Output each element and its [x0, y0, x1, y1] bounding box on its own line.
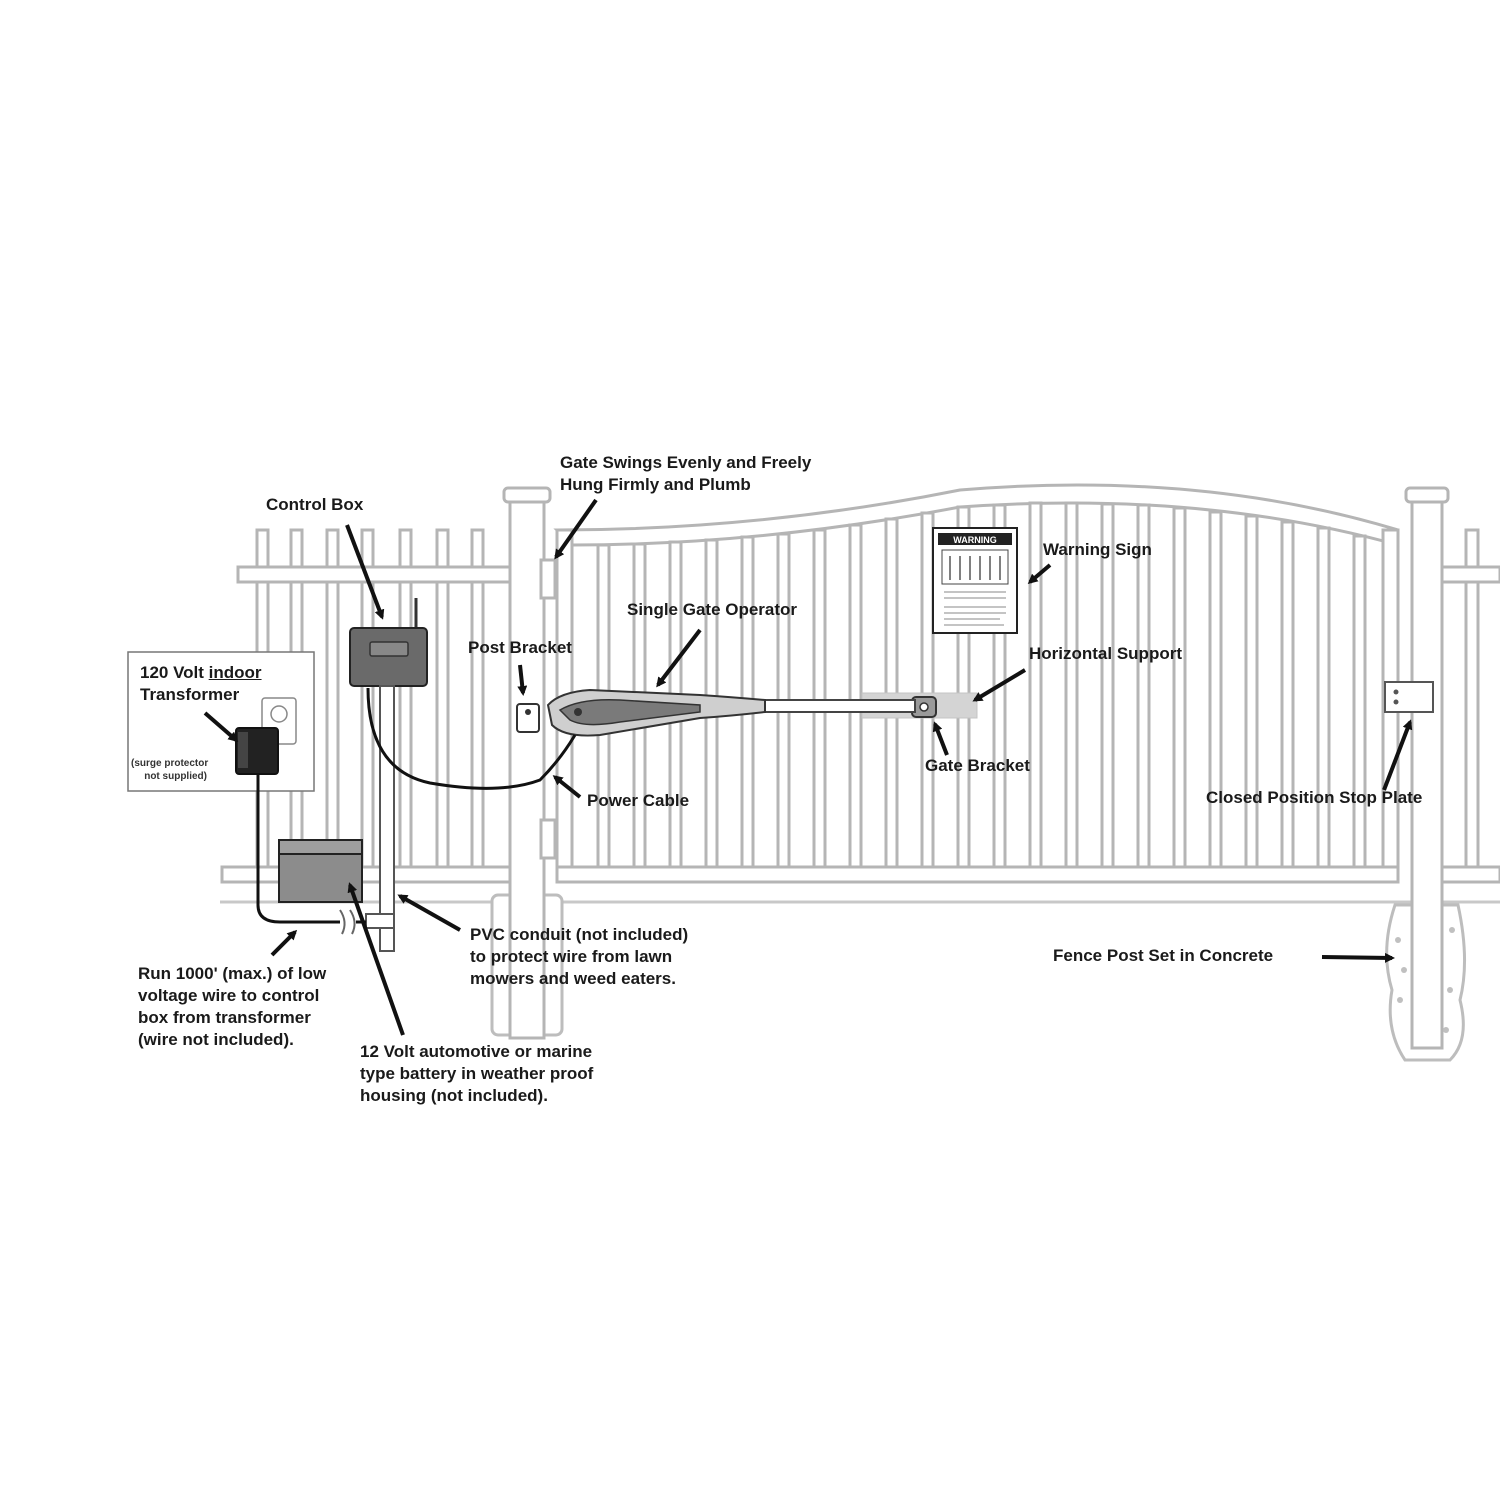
label-run-wire: Run 1000' (max.) of low voltage wire to …	[138, 963, 326, 1051]
battery-housing	[278, 839, 363, 903]
label-horizontal-support: Horizontal Support	[1029, 644, 1182, 663]
label-gate-swings-line: Gate Swings Evenly and Freely	[560, 453, 812, 472]
run-wire-line: voltage wire to control	[138, 986, 320, 1005]
closed-position-stop-plate	[1384, 681, 1434, 713]
picket	[1316, 526, 1331, 872]
label-power-cable: Power Cable	[587, 791, 690, 810]
run-wire-line: box from transformer	[138, 1008, 311, 1027]
picket	[1280, 520, 1295, 872]
transformer-line2: Transformer	[140, 685, 240, 704]
single-gate-operator	[546, 688, 916, 737]
pvc-conduit-line: to protect wire from lawn	[470, 947, 673, 966]
post-bracket	[516, 703, 540, 733]
battery-line: 12 Volt automotive or marine	[360, 1042, 593, 1061]
picket	[1352, 534, 1367, 872]
pvc-conduit-line: mowers and weed eaters.	[470, 969, 676, 988]
control-box	[349, 598, 428, 687]
right-fence-section	[1438, 528, 1500, 884]
callout-arrows	[203, 498, 1413, 1036]
label-closed-position-stop-plate: Closed Position Stop Plate	[1206, 788, 1423, 807]
label-pvc-conduit: PVC conduit (not included) to protect wi…	[470, 924, 688, 990]
run-wire-line: (wire not included).	[138, 1030, 294, 1049]
label-gate-swings: Gate Swings Evenly and Freely Hung Firml…	[560, 452, 811, 496]
label-surge-note: (surge protector not supplied)	[131, 757, 208, 783]
wire-break-mark	[339, 909, 356, 935]
label-gate-swings-line: Hung Firmly and Plumb	[560, 475, 751, 494]
label-single-gate-operator: Single Gate Operator	[627, 600, 798, 619]
picket	[1244, 514, 1259, 872]
label-fence-post: Fence Post Set in Concrete	[1053, 946, 1274, 965]
label-control-box: Control Box	[266, 495, 364, 514]
surge-note-line: not supplied)	[144, 771, 207, 782]
warning-sign-header: WARNING	[953, 535, 997, 545]
battery-line: housing (not included).	[360, 1086, 548, 1105]
power-cable	[366, 687, 577, 790]
label-transformer: 120 Volt indoor Transformer	[140, 662, 262, 706]
transformer-line1: 120 Volt	[140, 663, 209, 682]
fence-post-concrete	[1385, 486, 1466, 1062]
low-voltage-wire	[256, 774, 340, 924]
label-gate-bracket: Gate Bracket	[925, 756, 1030, 775]
picket	[1208, 510, 1223, 872]
pvc-conduit-line: PVC conduit (not included)	[470, 925, 689, 944]
warning-sign: WARNING	[932, 527, 1018, 634]
label-warning-sign: Warning Sign	[1043, 540, 1152, 559]
picket	[1172, 506, 1187, 872]
run-wire-line: Run 1000' (max.) of low	[138, 964, 327, 983]
picket	[920, 511, 935, 872]
battery-line: type battery in weather proof	[360, 1064, 594, 1083]
transformer-underlined-word: indoor	[208, 663, 262, 682]
transformer-panel	[127, 651, 315, 792]
label-battery: 12 Volt automotive or marine type batter…	[360, 1041, 593, 1107]
hinge-post	[490, 486, 564, 1040]
surge-note-line: (surge protector	[131, 758, 209, 769]
label-post-bracket: Post Bracket	[468, 638, 572, 657]
picket	[1028, 501, 1043, 872]
picket	[848, 523, 863, 872]
